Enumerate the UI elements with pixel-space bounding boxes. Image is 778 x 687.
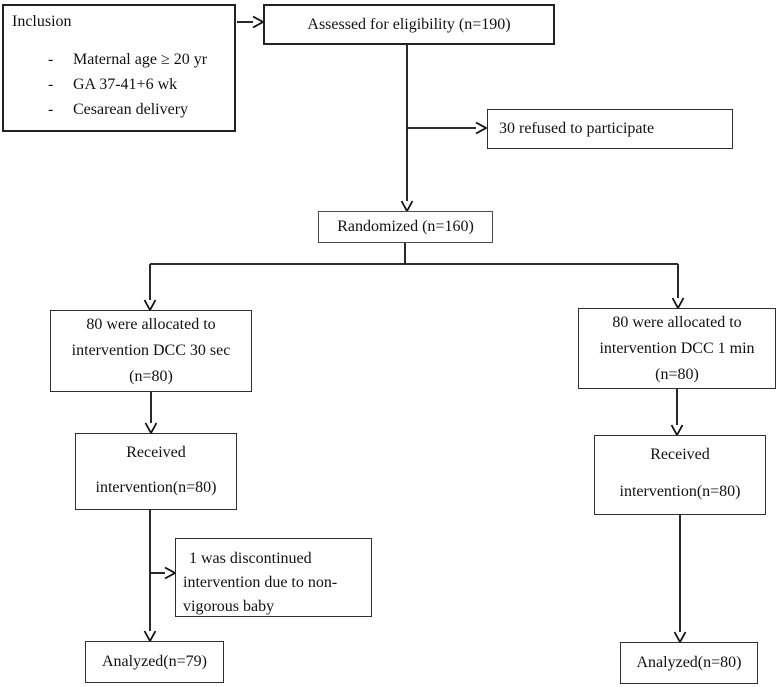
analyzed-right-box: Analyzed(n=80) (620, 642, 758, 684)
discontinued-line: intervention due to non- (183, 574, 338, 591)
discontinued-line: vigorous baby (183, 598, 275, 615)
refused-label: 30 refused to participate (499, 120, 655, 138)
inclusion-criteria-list: - Maternal age ≥ 20 yr - GA 37-41+6 wk -… (12, 47, 226, 122)
received-right-line: Received (650, 446, 710, 463)
allocation-left-line: intervention DCC 30 sec (71, 342, 231, 359)
list-item: - Cesarean delivery (12, 97, 226, 122)
list-item: - Maternal age ≥ 20 yr (12, 47, 226, 72)
bullet-dash: - (48, 100, 54, 118)
received-left-line: intervention(n=80) (95, 479, 217, 497)
analyzed-left-label: Analyzed(n=79) (102, 653, 207, 671)
refused-box: 30 refused to participate (487, 109, 733, 149)
criterion-label: GA 37-41+6 wk (73, 75, 178, 93)
received-right-box: Received intervention(n=80) (594, 435, 766, 515)
bullet-dash: - (48, 50, 54, 68)
inclusion-criteria-box: Inclusion - Maternal age ≥ 20 yr - GA 37… (2, 4, 236, 132)
analyzed-left-box: Analyzed(n=79) (85, 641, 224, 683)
discontinued-box: 1 was discontinued intervention due to n… (175, 538, 372, 617)
criterion-label: Maternal age ≥ 20 yr (73, 50, 208, 68)
randomized-box: Randomized (n=160) (318, 211, 493, 243)
assessed-eligibility-box: Assessed for eligibility (n=190) (263, 4, 555, 45)
received-left-line: Received (126, 444, 186, 461)
received-left-box: Received intervention(n=80) (75, 433, 237, 510)
inclusion-title: Inclusion (12, 13, 72, 30)
allocation-right-line: 80 were allocated to (612, 313, 742, 331)
allocation-left-box: 80 were allocated to intervention DCC 30… (50, 310, 252, 392)
criterion-label: Cesarean delivery (73, 100, 189, 118)
received-right-line: intervention(n=80) (619, 483, 741, 501)
analyzed-right-label: Analyzed(n=80) (636, 654, 742, 672)
allocation-right-line: intervention DCC 1 min (599, 339, 755, 357)
allocation-right-box: 80 were allocated to intervention DCC 1 … (578, 308, 776, 389)
assessed-label: Assessed for eligibility (n=190) (307, 15, 511, 33)
allocation-left-line: (n=80) (129, 368, 173, 385)
randomized-label: Randomized (n=160) (337, 218, 474, 236)
bullet-dash: - (48, 75, 54, 93)
discontinued-line: 1 was discontinued (189, 550, 312, 567)
list-item: - GA 37-41+6 wk (12, 72, 226, 97)
allocation-left-line: 80 were allocated to (86, 316, 216, 333)
allocation-right-line: (n=80) (655, 365, 699, 383)
